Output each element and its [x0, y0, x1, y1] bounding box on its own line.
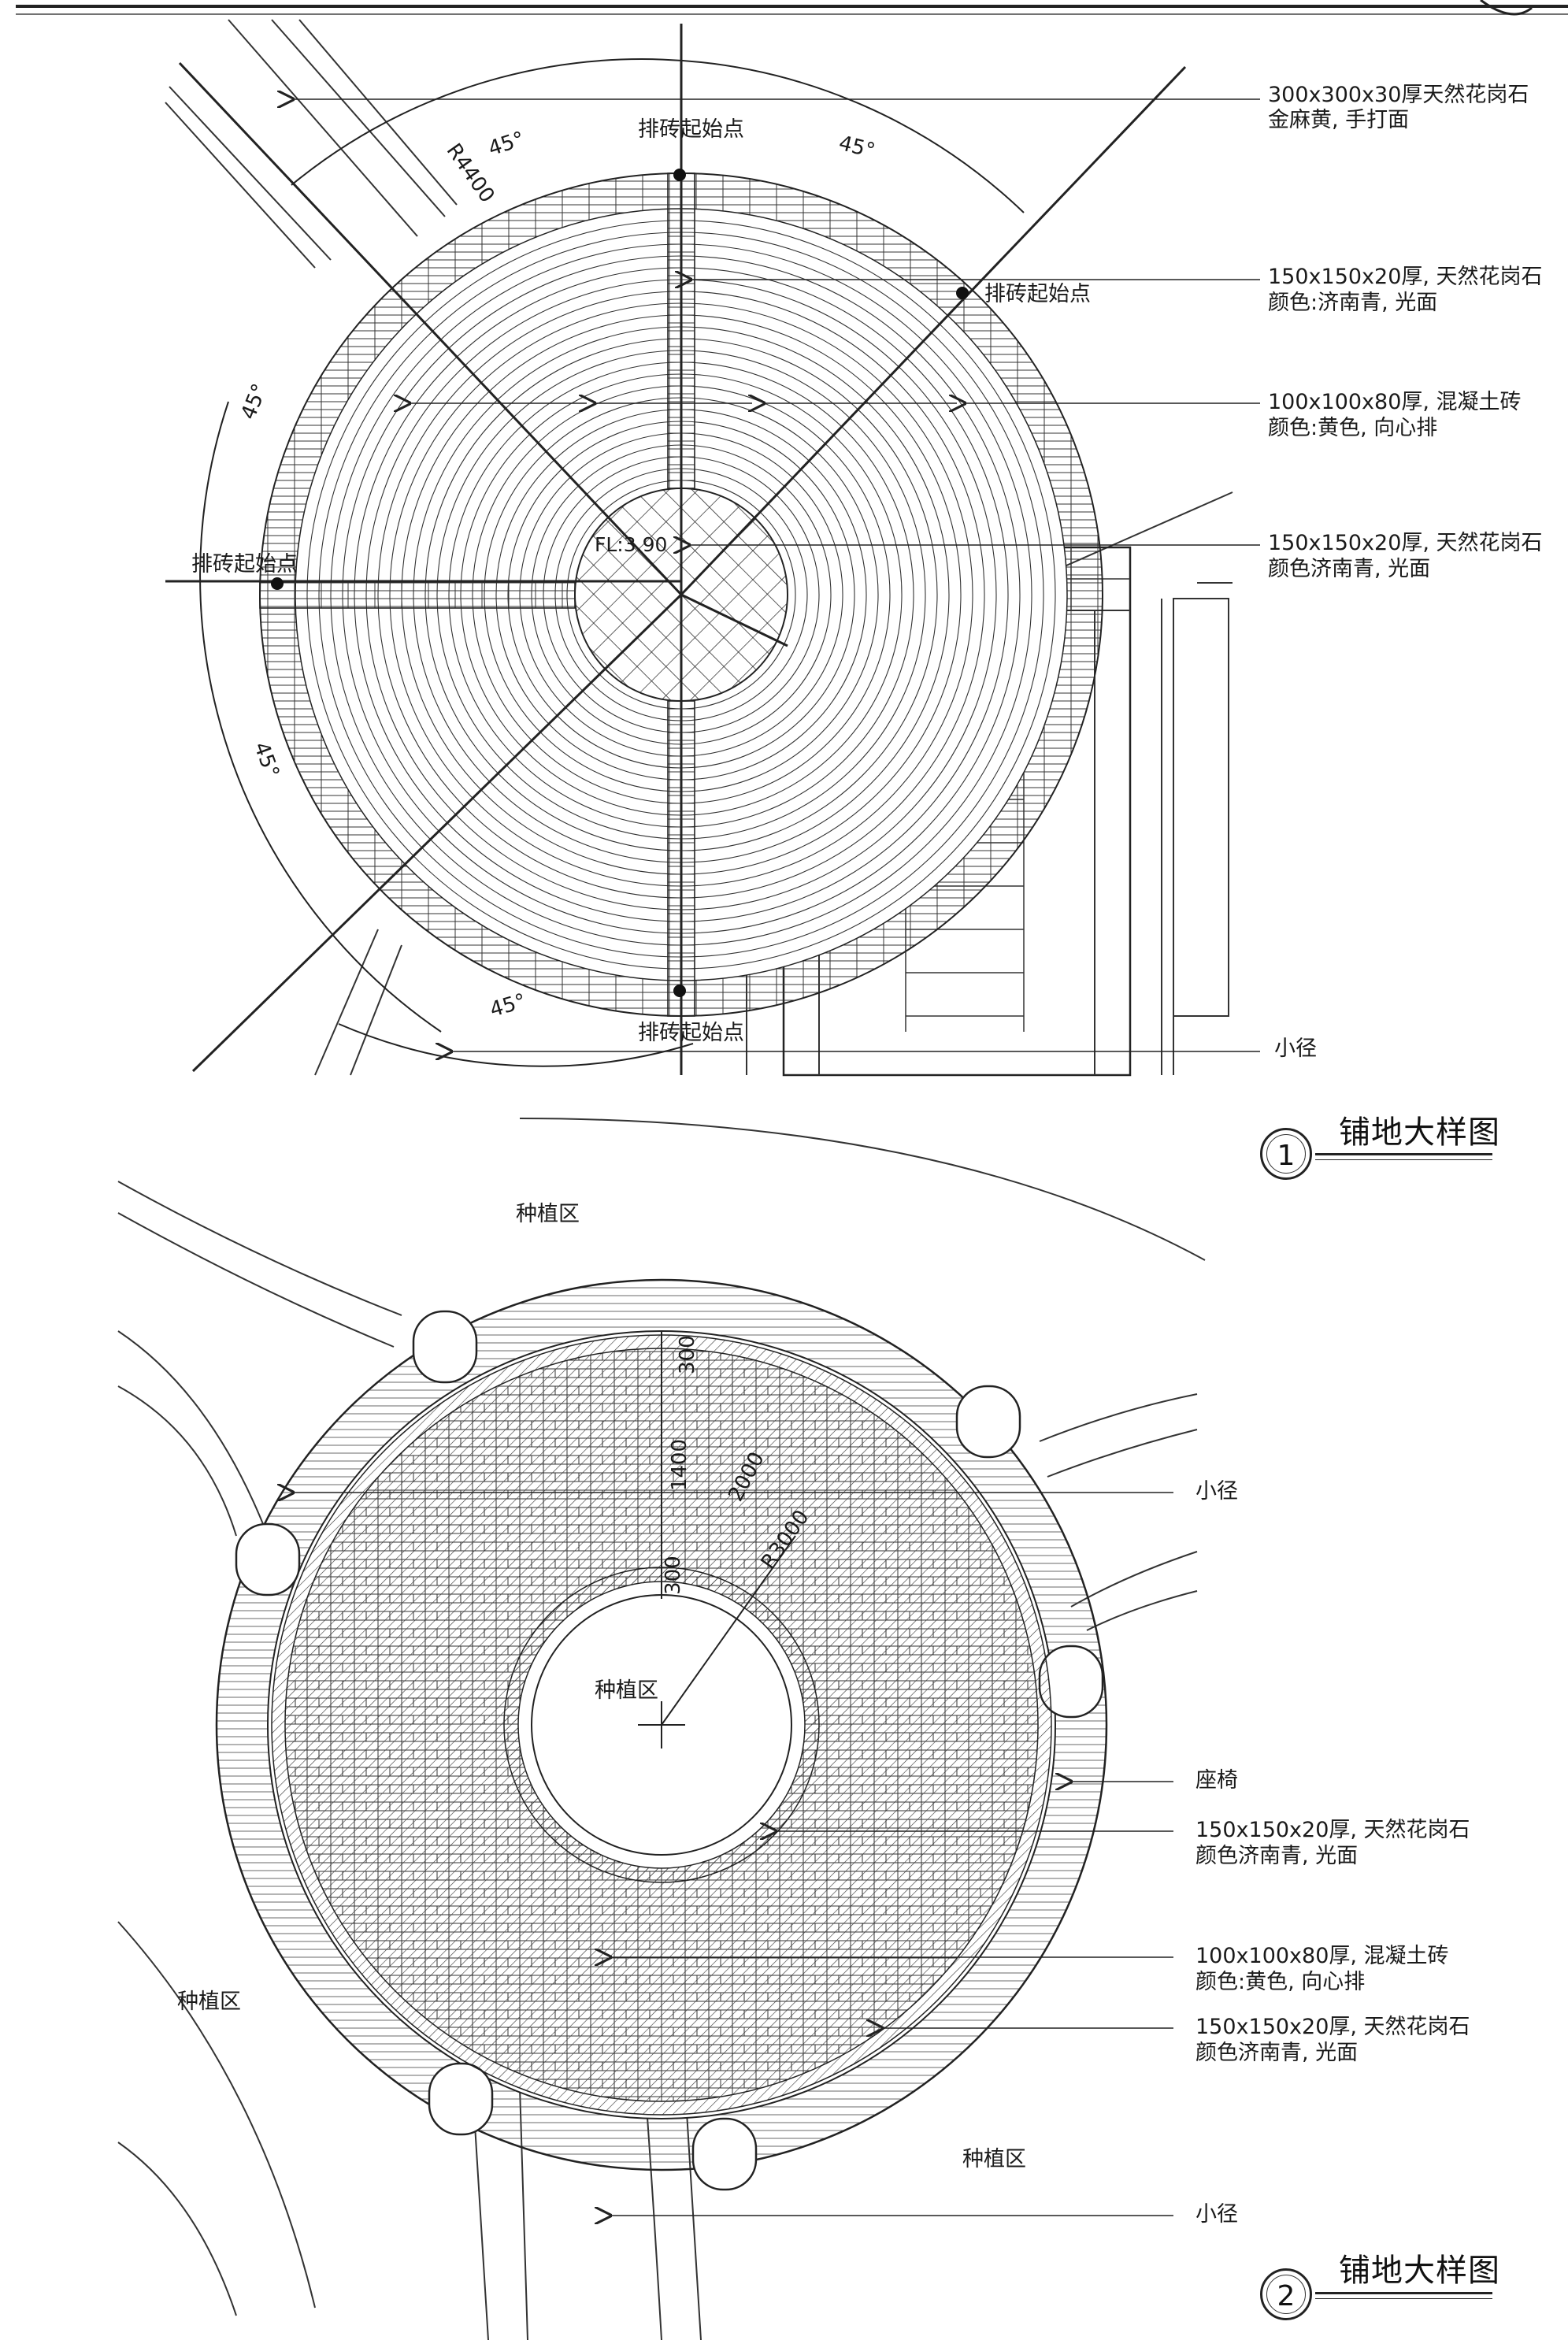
start-point-left: 排砖起始点	[191, 552, 298, 577]
detail-2-title: 铺地大样图	[1339, 2253, 1500, 2289]
detail-1-number-badge: 1	[1260, 1128, 1312, 1180]
callout-granite-150-b-line2: 颜色济南青, 光面	[1268, 557, 1431, 581]
detail-1-axis-lines	[165, 24, 1187, 1075]
callout2-granite-a-line1: 150x150x20厚, 天然花岗石	[1195, 1818, 1470, 1842]
detail-2-number-badge: 2	[1260, 2268, 1312, 2320]
detail-1-title: 铺地大样图	[1339, 1114, 1500, 1151]
planting-area-center: 种植区	[595, 1678, 658, 1703]
callout2-granite-b-line1: 150x150x20厚, 天然花岗石	[1195, 2015, 1470, 2039]
detail-2-title-rule	[1315, 2292, 1492, 2294]
top-border	[16, 0, 1568, 16]
callout-granite-300-line1: 300x300x30厚天然花岗石	[1268, 83, 1529, 107]
callout-granite-150-b-line1: 150x150x20厚, 天然花岗石	[1268, 531, 1543, 555]
callout2-granite-b-line2: 颜色济南青, 光面	[1195, 2041, 1359, 2065]
start-point-bottom: 排砖起始点	[638, 1021, 744, 1045]
center-mark	[638, 1331, 796, 1749]
planting-area-top: 种植区	[516, 1202, 580, 1226]
callout-granite-150-a-line2: 颜色:济南青, 光面	[1268, 291, 1438, 315]
callout2-brick-line2: 颜色:黄色, 向心排	[1195, 1970, 1366, 1994]
dim-1400: 1400	[668, 1438, 692, 1492]
callout2-brick-line1: 100x100x80厚, 混凝土砖	[1195, 1944, 1449, 1968]
callout-bench: 座椅	[1195, 1768, 1238, 1793]
callout-concrete-brick-line2: 颜色:黄色, 向心排	[1268, 416, 1438, 440]
start-point-markers	[271, 169, 969, 997]
start-point-top: 排砖起始点	[638, 117, 744, 142]
detail-1-title-rule-thin	[1315, 1159, 1492, 1160]
dim-300-inner: 300	[661, 1556, 685, 1595]
dim-300-outer: 300	[675, 1335, 699, 1374]
detail-2-leaders	[293, 1493, 1173, 2216]
callout2-granite-a-line2: 颜色济南青, 光面	[1195, 1844, 1359, 1868]
detail-1-leaders	[293, 99, 1260, 1051]
detail-1-title-rule	[1315, 1153, 1492, 1155]
start-point-right: 排砖起始点	[984, 282, 1091, 306]
callout-path-1: 小径	[1274, 1036, 1317, 1061]
bench-notches	[235, 1310, 1104, 2191]
detail-2-title-rule-thin	[1315, 2298, 1492, 2299]
planting-area-bottom-right: 种植区	[962, 2147, 1026, 2171]
detail-2-plan	[117, 1118, 1206, 2340]
callout-granite-300-line2: 金麻黄, 手打面	[1268, 108, 1410, 132]
detail-1-plan	[165, 19, 1260, 1077]
path-label-bottom: 小径	[1195, 2202, 1238, 2227]
planting-area-left: 种植区	[177, 1990, 241, 2014]
callout-granite-150-a-line1: 150x150x20厚, 天然花岗石	[1268, 265, 1543, 289]
elevation-label: FL:3.90	[595, 533, 668, 556]
path-label-right: 小径	[1195, 1479, 1238, 1504]
callout-concrete-brick-line1: 100x100x80厚, 混凝土砖	[1268, 390, 1522, 414]
